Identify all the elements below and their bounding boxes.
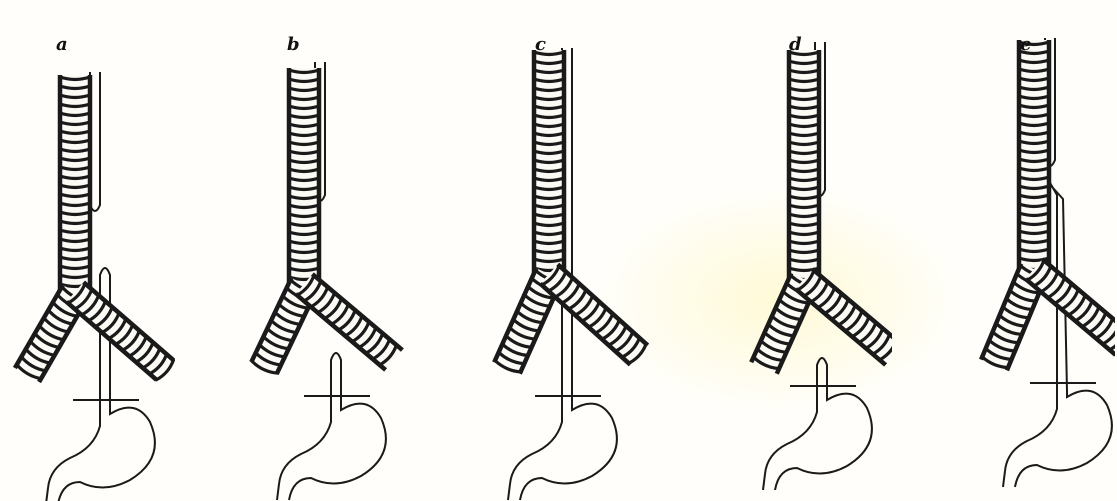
panel-b: b [223, 0, 446, 501]
panel-d: d [669, 0, 892, 501]
panel-label: b [287, 34, 300, 55]
stomach-outline [58, 408, 155, 501]
panel-c: c [446, 0, 669, 501]
anatomy-drawing [446, 0, 669, 501]
panel-e: e [892, 0, 1115, 501]
panel-label: a [56, 34, 68, 55]
anatomy-drawing [892, 0, 1115, 501]
anatomy-drawing [0, 0, 223, 501]
stomach-outline [508, 404, 562, 500]
stomach-outline [763, 394, 817, 490]
anatomy-drawing [223, 0, 446, 501]
panel-label: e [1020, 34, 1031, 55]
lower-esophageal-segment [817, 358, 827, 394]
panel-a: a [0, 0, 223, 501]
panel-label: c [535, 34, 546, 55]
panel-label: d [789, 34, 802, 55]
trachea-body [534, 50, 564, 280]
stomach-outline [277, 404, 331, 500]
anatomy-drawing [669, 0, 892, 501]
stomach-outline [1003, 391, 1057, 487]
